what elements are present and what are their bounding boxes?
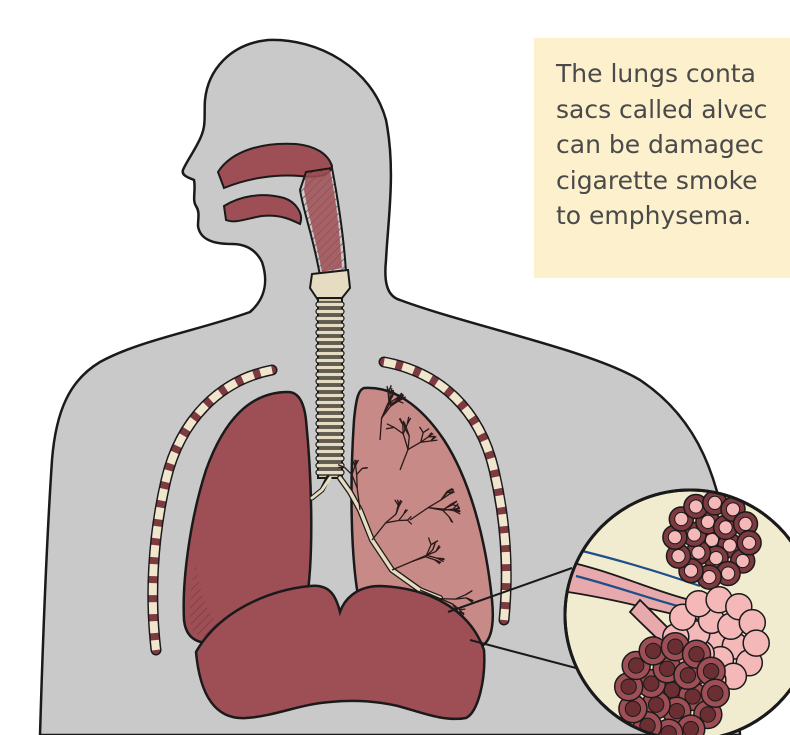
trachea-ring xyxy=(316,435,344,440)
callout-text: The lungs conta sacs called alvec can be… xyxy=(556,56,790,234)
alveolus-lumen xyxy=(668,639,683,654)
bronchiole xyxy=(403,424,404,434)
alveolus-lumen xyxy=(692,546,705,559)
bronchiole xyxy=(440,599,455,600)
alveolus-lumen xyxy=(680,668,695,683)
trachea-ring xyxy=(316,407,344,412)
alveolus-lumen xyxy=(683,721,698,735)
bronchiole xyxy=(453,509,460,510)
bronchiole xyxy=(460,609,466,610)
callout-line: sacs called alvec xyxy=(556,92,790,128)
callout-line: The lungs conta xyxy=(556,56,790,92)
alveolus-lumen xyxy=(703,664,718,679)
alveolus-lumen xyxy=(646,643,661,658)
trachea-ring xyxy=(316,442,344,447)
trachea-ring xyxy=(316,449,344,454)
alveolus-lumen xyxy=(689,500,702,513)
trachea-ring xyxy=(316,393,344,398)
alveolus-lumen xyxy=(722,567,735,580)
trachea-ring xyxy=(316,365,344,370)
alveolus-lumen xyxy=(689,647,704,662)
callout-line: can be damagec xyxy=(556,127,790,163)
trachea-ring xyxy=(316,470,344,475)
trachea-ring xyxy=(316,358,344,363)
alveolus-lumen xyxy=(629,658,644,673)
alveolus-lumen xyxy=(660,661,675,676)
bronchiole xyxy=(447,492,453,493)
alveolus-lumen xyxy=(625,701,640,716)
alveolus-lumen xyxy=(700,707,715,722)
alveolus-lumen xyxy=(719,521,732,534)
callout-line: to emphysema. xyxy=(556,198,790,234)
trachea-ring xyxy=(316,456,344,461)
alveolus-lumen xyxy=(672,550,685,563)
alveolus xyxy=(743,630,769,656)
larynx xyxy=(310,270,350,300)
trachea-ring xyxy=(316,344,344,349)
trachea-ring xyxy=(316,330,344,335)
bronchiole xyxy=(431,440,438,441)
alveolus-lumen xyxy=(708,496,721,509)
alveolus-lumen xyxy=(743,536,756,549)
trachea-ring xyxy=(316,316,344,321)
trachea-ring xyxy=(316,386,344,391)
trachea-ring xyxy=(316,351,344,356)
trachea-ring xyxy=(316,379,344,384)
alveolus-lumen xyxy=(648,697,663,712)
trachea-ring xyxy=(316,323,344,328)
trachea-ring xyxy=(316,414,344,419)
alveolus-lumen xyxy=(710,552,723,565)
alveolus-lumen xyxy=(703,571,716,584)
trachea-ring xyxy=(316,302,344,307)
trachea xyxy=(316,298,344,478)
trachea-ring xyxy=(316,372,344,377)
callout-line: cigarette smoke xyxy=(556,163,790,199)
trachea-ring xyxy=(316,337,344,342)
alveolus-lumen xyxy=(668,531,681,544)
trachea-ring xyxy=(316,421,344,426)
alveolus-lumen xyxy=(669,704,684,719)
trachea-ring xyxy=(316,428,344,433)
trachea-ring xyxy=(316,400,344,405)
alveolus-lumen xyxy=(739,517,752,530)
alveolus-lumen xyxy=(621,679,636,694)
info-callout: The lungs conta sacs called alvec can be… xyxy=(534,38,790,278)
trachea-ring xyxy=(316,309,344,314)
alveolus-lumen xyxy=(701,515,714,528)
alveolus-lumen xyxy=(708,686,723,701)
